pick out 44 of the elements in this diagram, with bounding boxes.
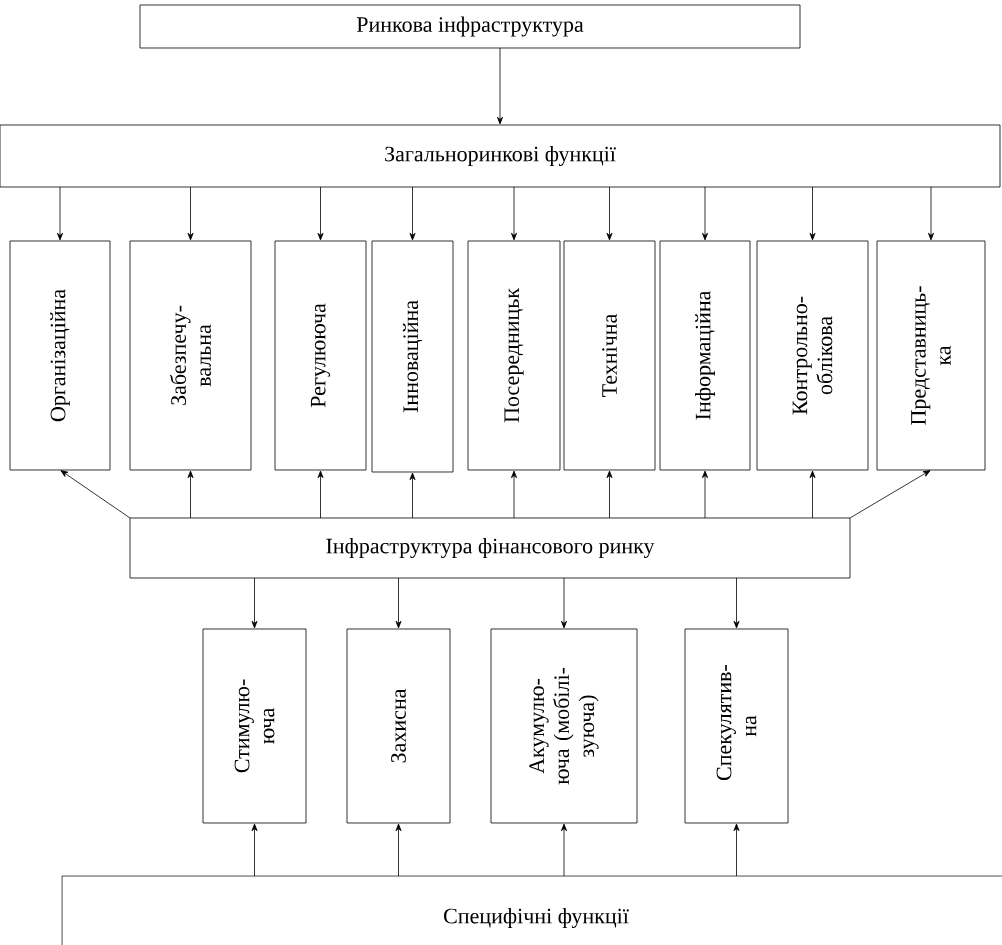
- arrow: [409, 472, 416, 519]
- arrow: [317, 470, 324, 519]
- arrow: [251, 577, 258, 629]
- function-box: Захисна: [346, 628, 451, 824]
- heading-box: Загальноринкові функції: [0, 124, 1001, 188]
- function-box: Стимулю- юча: [202, 628, 307, 824]
- arrow: [928, 186, 934, 241]
- function-box: Представниць- ка: [876, 240, 986, 471]
- arrow: [702, 470, 708, 519]
- arrow: [733, 577, 740, 629]
- function-box: Посередницьк: [467, 240, 561, 471]
- arrow: [187, 470, 194, 519]
- arrow: [497, 47, 503, 125]
- arrow: [251, 823, 258, 877]
- arrow: [849, 470, 931, 519]
- function-box: Інформаційна: [659, 240, 751, 471]
- function-box: Контрольно- облікова: [756, 240, 869, 471]
- arrow: [606, 470, 613, 519]
- function-box: Забезпечу- вальна: [129, 240, 252, 471]
- arrow: [60, 470, 131, 519]
- arrow: [606, 186, 613, 241]
- arrow: [511, 470, 517, 519]
- arrow: [187, 186, 194, 241]
- arrow: [395, 577, 402, 629]
- heading-box: Ринкова інфраструктура: [139, 4, 801, 49]
- arrow: [317, 186, 324, 241]
- function-box: Регулююча: [274, 240, 367, 471]
- function-box: Організаційна: [9, 240, 111, 471]
- arrow: [809, 186, 816, 241]
- arrow: [733, 823, 740, 877]
- function-box: Технічна: [563, 240, 656, 471]
- arrow: [395, 823, 402, 877]
- arrow: [409, 186, 416, 241]
- function-box: Інноваційна: [371, 240, 454, 473]
- function-box: Спекулятив- на: [684, 628, 789, 824]
- function-box: Акумулю- юча (мобілі- зуюча): [490, 628, 638, 824]
- arrow: [702, 186, 708, 241]
- arrow: [57, 186, 63, 241]
- arrow: [809, 470, 816, 519]
- heading-box: Специфічні функції: [61, 875, 1002, 945]
- arrow: [561, 823, 567, 877]
- arrow: [511, 186, 517, 241]
- arrow: [561, 577, 567, 629]
- heading-box: Інфраструктура фінансового ринку: [129, 517, 851, 579]
